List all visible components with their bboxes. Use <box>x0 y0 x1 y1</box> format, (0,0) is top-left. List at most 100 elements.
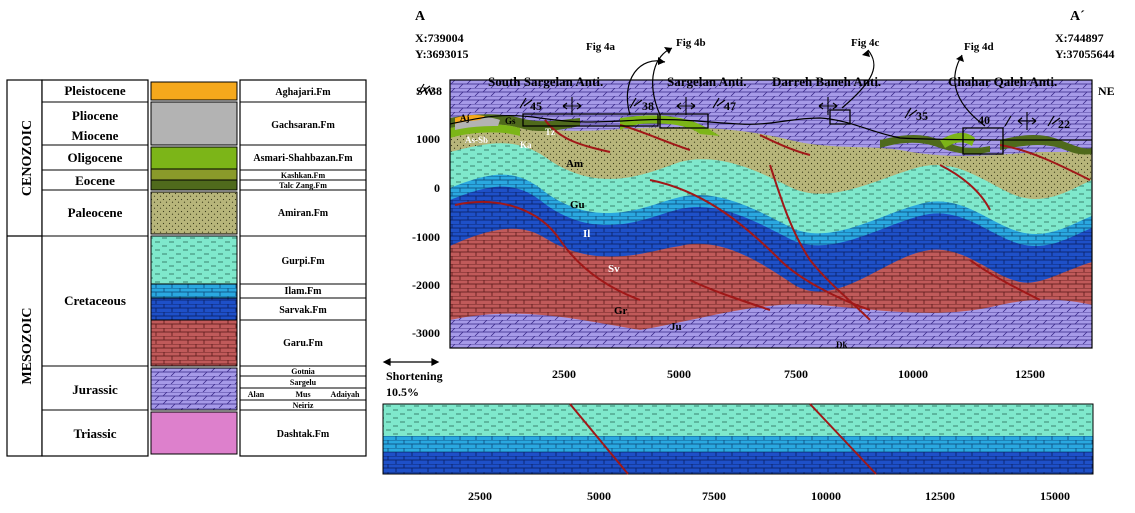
unit-il: Il <box>583 228 590 240</box>
fm-talc-zang: Talc Zang.Fm <box>279 181 327 190</box>
depth-tick: -2000 <box>412 278 440 292</box>
restored-x-tick: 7500 <box>702 489 726 503</box>
depth-tick: -3000 <box>412 326 440 340</box>
fm-mus: Mus <box>295 390 310 399</box>
period-jurassic: Jurassic <box>72 382 118 397</box>
restored-x-tick: 15000 <box>1040 489 1070 503</box>
fig-4d-label: Fig 4d <box>964 41 994 53</box>
jurassic-swatch <box>150 367 238 411</box>
fig-4c-label: Fig 4c <box>851 37 880 49</box>
x-tick: 5000 <box>667 367 691 381</box>
unit-tz: Tz <box>545 127 555 137</box>
dashtak-swatch <box>150 411 238 455</box>
dip-value: 38 <box>642 99 654 113</box>
anticline-sargelan: Sargelan Anti. <box>667 74 746 89</box>
fm-sargelu: Sargelu <box>290 378 317 387</box>
section-end-label: A´ <box>1070 9 1085 24</box>
section-start-x: X:739004 <box>415 31 464 45</box>
unit-gr: Gr <box>614 305 628 317</box>
x-tick: 10000 <box>898 367 928 381</box>
dip-value: 47 <box>724 99 736 113</box>
fig-4c-arrow <box>841 49 875 109</box>
period-oligocene: Oligocene <box>68 150 123 165</box>
talc-zang-swatch <box>150 179 238 191</box>
shortening-arrow <box>382 358 440 366</box>
gurpi-swatch <box>150 235 238 285</box>
unit-ju: Ju <box>670 321 682 333</box>
fm-garu: Garu.Fm <box>283 338 323 349</box>
section-end-x: X:744897 <box>1055 31 1104 45</box>
dip-value: 22 <box>1058 117 1070 131</box>
fm-adaiyah: Adaiyah <box>331 390 360 399</box>
fm-gurpi: Gurpi.Fm <box>281 256 325 267</box>
ilam-swatch <box>150 283 238 299</box>
anticline-chahar-qaleh: Chahar Qaleh Anti. <box>948 74 1057 89</box>
fm-alan: Alan <box>248 390 265 399</box>
garu-swatch <box>150 319 238 367</box>
period-paleocene: Paleocene <box>68 205 123 220</box>
restored-x-tick: 5000 <box>587 489 611 503</box>
dip-value: 45 <box>530 99 542 113</box>
unit-gu: Gu <box>570 199 585 211</box>
unit-sv: Sv <box>608 263 620 275</box>
fm-neiriz: Neiriz <box>293 401 314 410</box>
kashkan-swatch <box>150 168 238 181</box>
gachsaran-swatch <box>150 101 238 146</box>
cross-section: A X:739004 Y:3693015 SW A´ X:744897 Y:37… <box>382 9 1115 399</box>
dip-value: 40 <box>978 113 990 127</box>
depth-tick: -1000 <box>412 230 440 244</box>
amiran-swatch <box>150 191 238 235</box>
unit-am: Am <box>566 158 583 170</box>
restored-x-tick: 12500 <box>925 489 955 503</box>
restored-section: 2500 5000 7500 10000 12500 15000 <box>382 403 1094 503</box>
aghajari-swatch <box>150 81 238 101</box>
period-pliocene: Pliocene <box>72 108 118 123</box>
period-triassic: Triassic <box>73 426 116 441</box>
period-pleistocene: Pleistocene <box>64 83 126 98</box>
unit-dk: Dk <box>836 340 848 350</box>
fig-4a-label: Fig 4a <box>586 41 616 53</box>
restored-x-tick: 2500 <box>468 489 492 503</box>
x-tick: 2500 <box>552 367 576 381</box>
fm-amiran: Amiran.Fm <box>278 208 329 219</box>
dip-value: 35 <box>916 109 928 123</box>
era-cenozoic: CENOZOIC <box>20 120 35 196</box>
era-mesozoic: MESOZOIC <box>20 307 35 384</box>
section-end-y: Y:37055644 <box>1055 47 1115 61</box>
unit-as-sb: As-Sb <box>465 135 488 145</box>
depth-tick: 0 <box>434 181 440 195</box>
asmari-swatch <box>150 146 238 170</box>
fm-aghajari: Aghajari.Fm <box>275 87 331 98</box>
shortening-value: 10.5% <box>386 385 419 399</box>
fm-kashkan: Kashkan.Fm <box>281 171 326 180</box>
section-start-dir: SW <box>416 84 435 98</box>
fm-asmari: Asmari-Shahbazan.Fm <box>253 153 353 164</box>
dip-value: 38 <box>430 84 442 98</box>
fm-sarvak: Sarvak.Fm <box>279 305 327 316</box>
period-cretaceous: Cretaceous <box>64 293 126 308</box>
restored-x-tick: 10000 <box>811 489 841 503</box>
anticline-south-sargelan: South Sargelan Anti. <box>488 74 603 89</box>
unit-aj: Aj <box>460 113 470 123</box>
fm-gotnia: Gotnia <box>291 367 315 376</box>
x-tick: 12500 <box>1015 367 1045 381</box>
fm-dashtak: Dashtak.Fm <box>277 429 330 440</box>
shortening-label: Shortening <box>386 369 443 383</box>
fig-4d-arrow <box>954 54 986 127</box>
fm-ilam: Ilam.Fm <box>285 286 323 297</box>
unit-gs: Gs <box>505 116 516 126</box>
unit-ka: Ka <box>520 140 532 150</box>
depth-tick: 1000 <box>416 132 440 146</box>
period-eocene: Eocene <box>75 173 115 188</box>
section-end-dir: NE <box>1098 84 1115 98</box>
section-start-y: Y:3693015 <box>415 47 469 61</box>
sarvak-swatch <box>150 297 238 321</box>
stratigraphic-column: CENOZOIC MESOZOIC Pleistocene Pliocene M… <box>6 79 367 457</box>
anticline-darreh-baneh: Darreh Baneh Anti. <box>772 74 881 89</box>
fig-4b-label: Fig 4b <box>676 37 706 49</box>
x-tick: 7500 <box>784 367 808 381</box>
fm-gachsaran: Gachsaran.Fm <box>271 120 335 131</box>
section-start-label: A <box>415 9 426 24</box>
period-miocene: Miocene <box>72 128 119 143</box>
